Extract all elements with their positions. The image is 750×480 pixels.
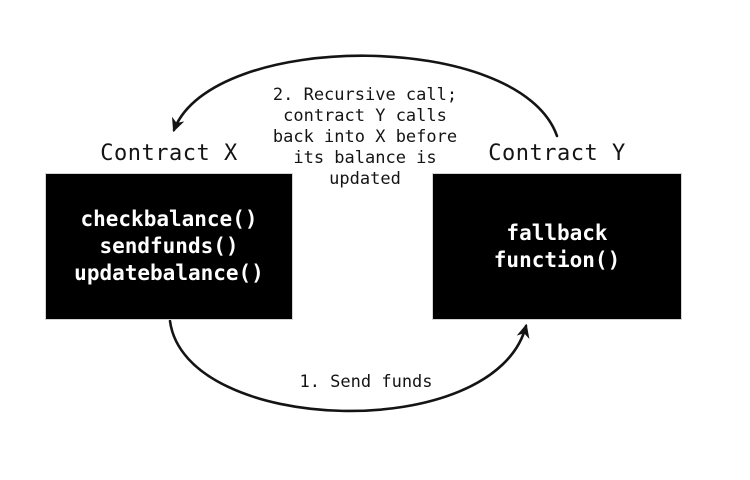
contract-x-function: checkbalance() [80, 207, 258, 231]
contract-y-function: fallback [506, 220, 608, 245]
send-funds-arrow [168, 319, 530, 413]
contract-y-function: function() [493, 247, 621, 272]
contract-x-function: sendfunds() [99, 234, 239, 258]
contract-x-function: updatebalance() [74, 261, 264, 285]
recursive-call-label: 2. Recursive call; contract Y calls back… [254, 85, 476, 190]
recursive-call-label-line: back into X before [272, 127, 458, 147]
send-funds-label: 1. Send funds [299, 372, 433, 392]
recursive-call-label-line: contract Y calls [283, 106, 447, 126]
contract-x-title: Contract X [100, 141, 238, 166]
recursive-call-label-line: its balance is [293, 148, 437, 168]
contract-x-box: checkbalance() sendfunds() updatebalance… [45, 173, 293, 320]
contract-y-box: fallback function() [432, 173, 682, 320]
recursive-call-arrow [172, 54, 559, 138]
recursive-call-label-line: updated [329, 169, 401, 189]
contract-y-title: Contract Y [488, 141, 626, 166]
recursive-call-label-line: 2. Recursive call; [272, 85, 458, 105]
